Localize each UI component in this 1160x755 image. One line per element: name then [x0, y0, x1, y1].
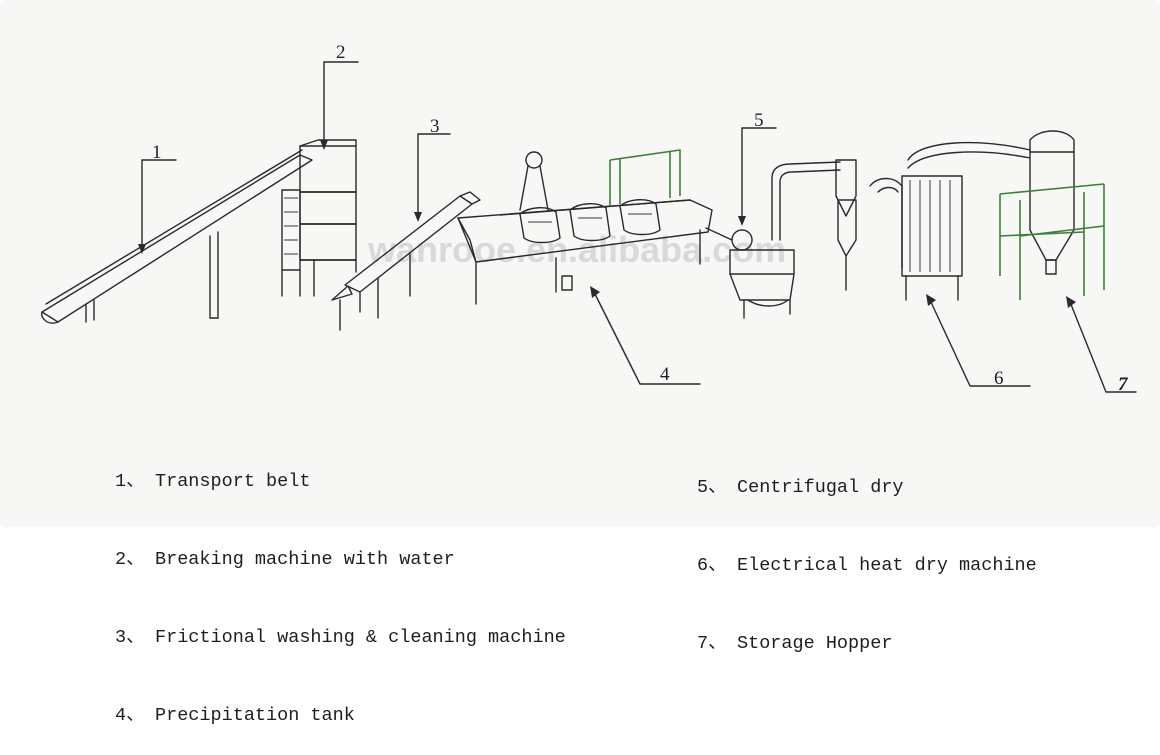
- heat-dry-machine: [771, 141, 1031, 301]
- callout-1: 1: [152, 142, 162, 163]
- callout-leaders: [138, 61, 1137, 393]
- breaking-machine: [281, 139, 357, 331]
- callout-3: 3: [430, 116, 440, 137]
- storage-hopper: [999, 130, 1105, 300]
- callout-6: 6: [994, 368, 1004, 389]
- legend-right: 5、Centrifugal dry 6、Electrical heat dry …: [697, 423, 1037, 683]
- transport-belt: [41, 149, 313, 324]
- legend-item: 6、Electrical heat dry machine: [697, 555, 1037, 576]
- legend-item: 1、Transport belt: [115, 471, 311, 492]
- callout-7: 7: [1118, 374, 1129, 395]
- production-line-drawing: wanrooe.en.alibaba.com: [41, 42, 1137, 395]
- legend-left: 1、Transport belt 2、Breaking machine with…: [115, 417, 566, 755]
- callout-5: 5: [754, 110, 764, 131]
- legend-item: 4、Precipitation tank: [115, 705, 355, 726]
- inclined-feeder: [344, 191, 481, 319]
- legend-item: 5、Centrifugal dry: [697, 477, 904, 498]
- diagram-canvas: wanrooe.en.alibaba.com: [41, 42, 1137, 726]
- callout-4: 4: [660, 364, 670, 385]
- washing-tank: [457, 149, 713, 305]
- legend-item: 2、Breaking machine with water: [115, 549, 455, 570]
- callout-2: 2: [336, 42, 346, 63]
- centrifugal-dryer: [705, 227, 795, 319]
- legend-item: 3、Frictional washing & cleaning machine: [115, 627, 566, 648]
- legend-item: 7、Storage Hopper: [697, 633, 893, 654]
